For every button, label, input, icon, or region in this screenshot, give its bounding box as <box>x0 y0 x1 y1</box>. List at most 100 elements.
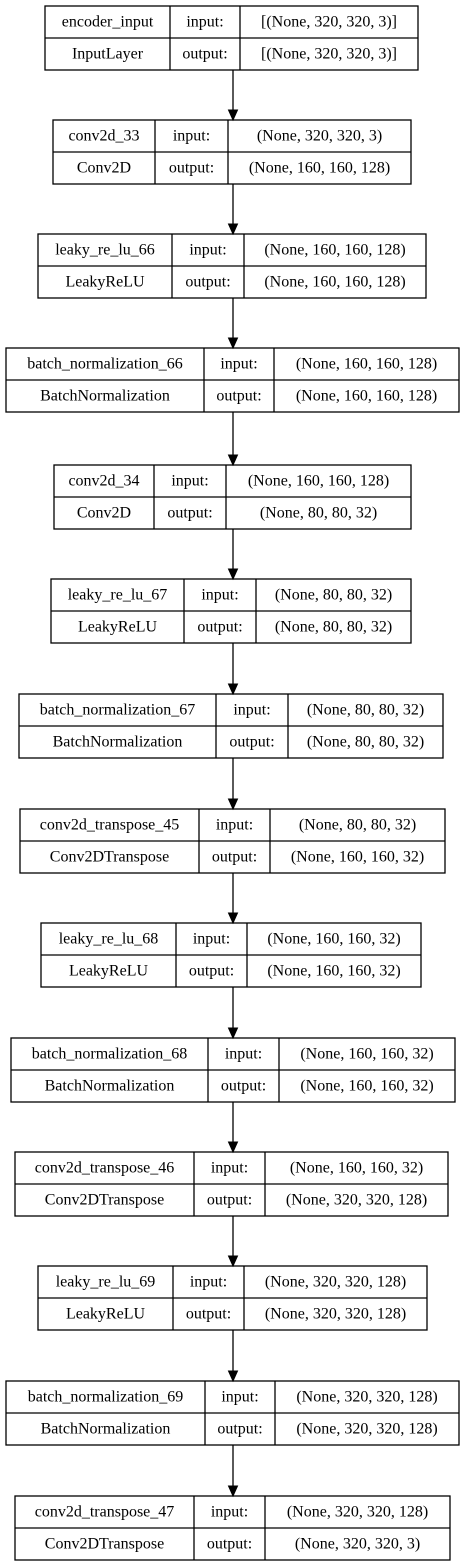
layer-type: Conv2DTranspose <box>45 1536 164 1553</box>
output-shape: (None, 160, 160, 128) <box>264 274 405 291</box>
output-shape: (None, 160, 160, 32) <box>300 1078 433 1095</box>
input-shape: (None, 160, 160, 128) <box>264 242 405 259</box>
input-shape: (None, 80, 80, 32) <box>299 817 416 834</box>
layer-name: batch_normalization_69 <box>28 1389 184 1406</box>
edge-arrow <box>227 758 239 811</box>
edge-arrow <box>227 70 239 122</box>
output-label: output: <box>186 1306 231 1323</box>
layer-name: conv2d_transpose_45 <box>40 817 180 834</box>
output-label: output: <box>217 1421 262 1438</box>
arrow-head-icon <box>227 109 239 122</box>
input-label: input: <box>211 1160 248 1177</box>
output-label: output: <box>169 160 214 177</box>
layer-node-batch-normalization-68: batch_normalization_68BatchNormalization… <box>10 1037 456 1103</box>
edge-arrow <box>227 298 239 350</box>
input-shape: (None, 80, 80, 32) <box>275 587 392 604</box>
output-label: output: <box>216 388 261 405</box>
layer-node-encoder-input: encoder_inputInputLayerinput:output:[(No… <box>44 5 419 71</box>
output-label: output: <box>221 1078 266 1095</box>
output-label: output: <box>189 963 234 980</box>
output-label: output: <box>185 274 230 291</box>
layer-type: BatchNormalization <box>41 1421 171 1438</box>
layer-name: conv2d_transpose_46 <box>35 1160 175 1177</box>
arrow-head-icon <box>227 1370 239 1383</box>
input-shape: (None, 160, 160, 32) <box>300 1046 433 1063</box>
input-shape: (None, 320, 320, 128) <box>265 1274 406 1291</box>
output-label: output: <box>197 619 242 636</box>
input-shape: (None, 320, 320, 128) <box>296 1389 437 1406</box>
arrow-head-icon <box>227 454 239 467</box>
output-label: output: <box>167 505 212 522</box>
input-label: input: <box>233 702 270 719</box>
output-shape: (None, 320, 320, 128) <box>265 1306 406 1323</box>
arrow-head-icon <box>227 337 239 350</box>
layer-type: Conv2DTranspose <box>50 849 169 866</box>
layer-type: BatchNormalization <box>45 1078 175 1095</box>
layer-type: Conv2DTranspose <box>45 1192 164 1209</box>
layer-node-batch-normalization-67: batch_normalization_67BatchNormalization… <box>18 693 444 759</box>
edge-arrow <box>227 1216 239 1268</box>
input-label: input: <box>221 1389 258 1406</box>
layer-type: BatchNormalization <box>40 388 170 405</box>
edge-arrow <box>227 1445 239 1498</box>
layer-type: LeakyReLU <box>78 619 158 636</box>
layer-node-batch-normalization-69: batch_normalization_69BatchNormalization… <box>5 1380 460 1446</box>
output-label: output: <box>212 849 257 866</box>
arrow-head-icon <box>227 1027 239 1040</box>
edge-arrow <box>227 1102 239 1154</box>
input-label: input: <box>225 1046 262 1063</box>
input-label: input: <box>193 931 230 948</box>
output-label: output: <box>229 734 274 751</box>
output-label: output: <box>182 46 227 63</box>
layer-name: encoder_input <box>62 14 154 31</box>
input-label: input: <box>201 587 238 604</box>
input-label: input: <box>171 473 208 490</box>
input-label: input: <box>220 356 257 373</box>
input-shape: (None, 160, 160, 32) <box>290 1160 423 1177</box>
layer-node-batch-normalization-66: batch_normalization_66BatchNormalization… <box>5 347 460 413</box>
input-shape: (None, 160, 160, 32) <box>267 931 400 948</box>
output-shape: (None, 320, 320, 3) <box>295 1536 420 1553</box>
layer-name: batch_normalization_66 <box>27 356 183 373</box>
arrow-head-icon <box>227 1255 239 1268</box>
input-label: input: <box>186 14 223 31</box>
arrow-head-icon <box>227 912 239 925</box>
output-shape: (None, 160, 160, 32) <box>267 963 400 980</box>
output-shape: (None, 160, 160, 32) <box>291 849 424 866</box>
arrow-head-icon <box>227 1485 239 1498</box>
layer-name: batch_normalization_68 <box>32 1046 188 1063</box>
input-shape: (None, 320, 320, 3) <box>257 128 382 145</box>
input-label: input: <box>211 1504 248 1521</box>
input-label: input: <box>189 242 226 259</box>
layer-type: LeakyReLU <box>65 274 145 291</box>
output-shape: (None, 80, 80, 32) <box>260 505 377 522</box>
layer-name: batch_normalization_67 <box>40 702 196 719</box>
edge-arrow <box>227 987 239 1040</box>
layer-type: Conv2D <box>77 160 131 177</box>
layer-type: Conv2D <box>77 505 131 522</box>
input-shape: (None, 80, 80, 32) <box>307 702 424 719</box>
edge-arrow <box>227 529 239 581</box>
layer-name: leaky_re_lu_66 <box>55 242 155 259</box>
input-shape: (None, 160, 160, 128) <box>248 473 389 490</box>
layer-node-conv2d-transpose-45: conv2d_transpose_45Conv2DTransposeinput:… <box>19 808 446 874</box>
arrow-head-icon <box>227 223 239 236</box>
layer-name: leaky_re_lu_68 <box>59 931 159 948</box>
layer-name: conv2d_34 <box>68 473 139 490</box>
output-shape: (None, 320, 320, 128) <box>286 1192 427 1209</box>
layer-name: conv2d_transpose_47 <box>35 1504 175 1521</box>
edge-arrow <box>227 412 239 467</box>
input-label: input: <box>190 1274 227 1291</box>
input-shape: (None, 160, 160, 128) <box>296 356 437 373</box>
layer-node-leaky-re-lu-67: leaky_re_lu_67LeakyReLUinput:output:(Non… <box>50 578 412 644</box>
output-shape: (None, 160, 160, 128) <box>249 160 390 177</box>
output-shape: [(None, 320, 320, 3)] <box>261 46 397 63</box>
input-shape: (None, 320, 320, 128) <box>287 1504 428 1521</box>
input-label: input: <box>173 128 210 145</box>
layer-type: LeakyReLU <box>69 963 149 980</box>
edge-arrow <box>227 873 239 925</box>
